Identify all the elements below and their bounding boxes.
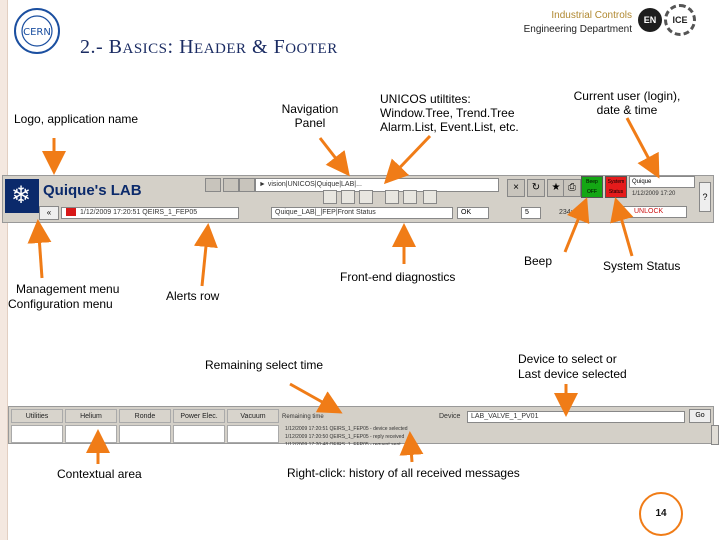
annotation-contextual-area: Contextual area <box>57 467 142 481</box>
annotation-device-line-2: Last device selected <box>518 367 627 381</box>
cern-logo-icon: CERN <box>14 8 60 54</box>
trend-tree-icon[interactable] <box>341 190 355 204</box>
annotation-logo: Logo, application name <box>14 112 139 126</box>
context-cell[interactable] <box>119 425 171 443</box>
grid-icon[interactable] <box>423 190 437 204</box>
navigation-address[interactable]: ► vision|UNICOS|Quique|LAB|... <box>255 178 499 192</box>
snowflake-icon: ❄ <box>11 182 32 209</box>
annotation-current-user: Current user (login), date & time <box>573 89 681 117</box>
back-button[interactable] <box>205 178 221 192</box>
title-part-3: : H <box>167 36 195 58</box>
front-end-diagnostics-field[interactable]: Quique_LAB|_|FEP|Front Status <box>271 207 453 219</box>
cern-logo-text: CERN <box>23 27 51 38</box>
unlock-button[interactable]: UNLOCK <box>621 206 687 218</box>
current-date-time: 1/12/2009 17:20 <box>632 191 676 197</box>
context-tab-helium[interactable]: Helium <box>65 409 117 423</box>
message-history-item[interactable]: 1/12/2009 17:20:51 QEIRS_1_FEP05 - devic… <box>285 426 408 432</box>
annotation-unicos-utilities: UNICOS utiltites: Window.Tree, Trend.Tre… <box>380 92 519 134</box>
context-tab-ronde[interactable]: Ronde <box>119 409 171 423</box>
dept-subtitle: Engineering Department <box>523 24 632 35</box>
home-button[interactable] <box>239 178 255 192</box>
annotation-management-menu: Management menu <box>16 282 120 296</box>
annotation-device-line-1: Device to select or <box>518 352 617 366</box>
help-button[interactable]: ? <box>699 182 711 212</box>
arrow-user <box>625 117 660 179</box>
title-part-4: EADER <box>194 41 247 57</box>
title-part-5: & F <box>246 36 286 58</box>
context-cell[interactable] <box>227 425 279 443</box>
annotation-system-status: System Status <box>603 259 681 273</box>
annotation-front-end-diagnostics: Front-end diagnostics <box>340 270 456 284</box>
event-list-icon[interactable] <box>385 190 399 204</box>
current-user-field[interactable]: Quique <box>629 176 695 188</box>
en-logo: EN <box>638 8 662 32</box>
print-icon[interactable]: ⎙ <box>563 179 581 197</box>
star-icon[interactable]: ★ <box>547 179 565 197</box>
fe-count-field[interactable]: 5 <box>521 207 541 219</box>
context-cell[interactable] <box>173 425 225 443</box>
page-number: 14 <box>655 508 667 519</box>
annotation-configuration-menu: Configuration menu <box>8 297 113 311</box>
annotation-beep: Beep <box>524 254 553 268</box>
annotation-alerts-row: Alerts row <box>166 289 220 303</box>
annotation-navigation-panel: Navigation Panel <box>281 102 339 130</box>
system-status-button[interactable]: System Status <box>605 176 627 198</box>
remaining-time-field: Remaining time <box>282 414 324 420</box>
dept-title: Industrial Controls <box>551 10 632 21</box>
annotation-remaining-time: Remaining select time <box>205 358 324 372</box>
context-tab-power-elec[interactable]: Power Elec. <box>173 409 225 423</box>
coordinate-readout: 234: 43 <box>559 209 583 216</box>
window-tree-icon[interactable] <box>323 190 337 204</box>
alert-indicator <box>66 208 76 217</box>
arrow-navigation <box>318 137 350 177</box>
arrow-alerts <box>193 223 218 287</box>
context-tab-utilities[interactable]: Utilities <box>11 409 63 423</box>
alert-text: 1/12/2009 17:20:51 QEIRS_1_FEP05 <box>80 209 198 216</box>
slide-left-border <box>0 0 8 540</box>
device-input[interactable]: LAB_VALVE_1_PV01 <box>467 411 685 423</box>
page-title: 2.- BASICS: HEADER & FOOTER <box>80 36 338 59</box>
page-number-badge: 14 <box>639 492 683 536</box>
arrow-management <box>27 219 52 279</box>
beep-button[interactable]: Beep OFF <box>581 176 603 198</box>
fe-state-field[interactable]: OK <box>457 207 489 219</box>
title-part-2: ASICS <box>122 41 168 57</box>
refresh-icon[interactable]: ↻ <box>527 179 545 197</box>
alerts-row[interactable]: 1/12/2009 17:20:51 QEIRS_1_FEP05 <box>61 207 239 219</box>
context-tab-vacuum[interactable]: Vacuum <box>227 409 279 423</box>
ice-logo: ICE <box>664 4 696 36</box>
device-select-button[interactable]: Go <box>689 409 711 423</box>
context-cell[interactable] <box>11 425 63 443</box>
management-menu-button[interactable]: « <box>39 206 59 220</box>
title-part-1: 2.- B <box>80 36 123 58</box>
header-panel: ❄ Quique's LAB « 1/12/2009 17:20:51 QEIR… <box>2 175 714 223</box>
annotation-right-click: Right-click: history of all received mes… <box>287 466 520 480</box>
message-history-item[interactable]: 1/12/2009 17:20:50 QEIRS_1_FEP05 - reply… <box>285 434 405 440</box>
title-part-6: OOTER <box>285 41 338 57</box>
app-logo: ❄ <box>5 179 39 213</box>
device-label: Device <box>439 413 461 420</box>
footer-panel: Utilities Helium Ronde Power Elec. Vacuu… <box>8 406 719 445</box>
navigation-panel: ► vision|UNICOS|Quique|LAB|... <box>203 178 501 206</box>
forward-button[interactable] <box>223 178 239 192</box>
alarm-list-icon[interactable] <box>359 190 373 204</box>
utility-icon[interactable] <box>403 190 417 204</box>
app-name: Quique's LAB <box>43 182 142 199</box>
close-icon[interactable]: × <box>507 179 525 197</box>
context-cell[interactable] <box>65 425 117 443</box>
message-history-scrollbar[interactable] <box>711 425 719 445</box>
message-history-item[interactable]: 1/12/2009 17:20:48 QEIRS_1_FEP05 - reque… <box>285 442 401 445</box>
